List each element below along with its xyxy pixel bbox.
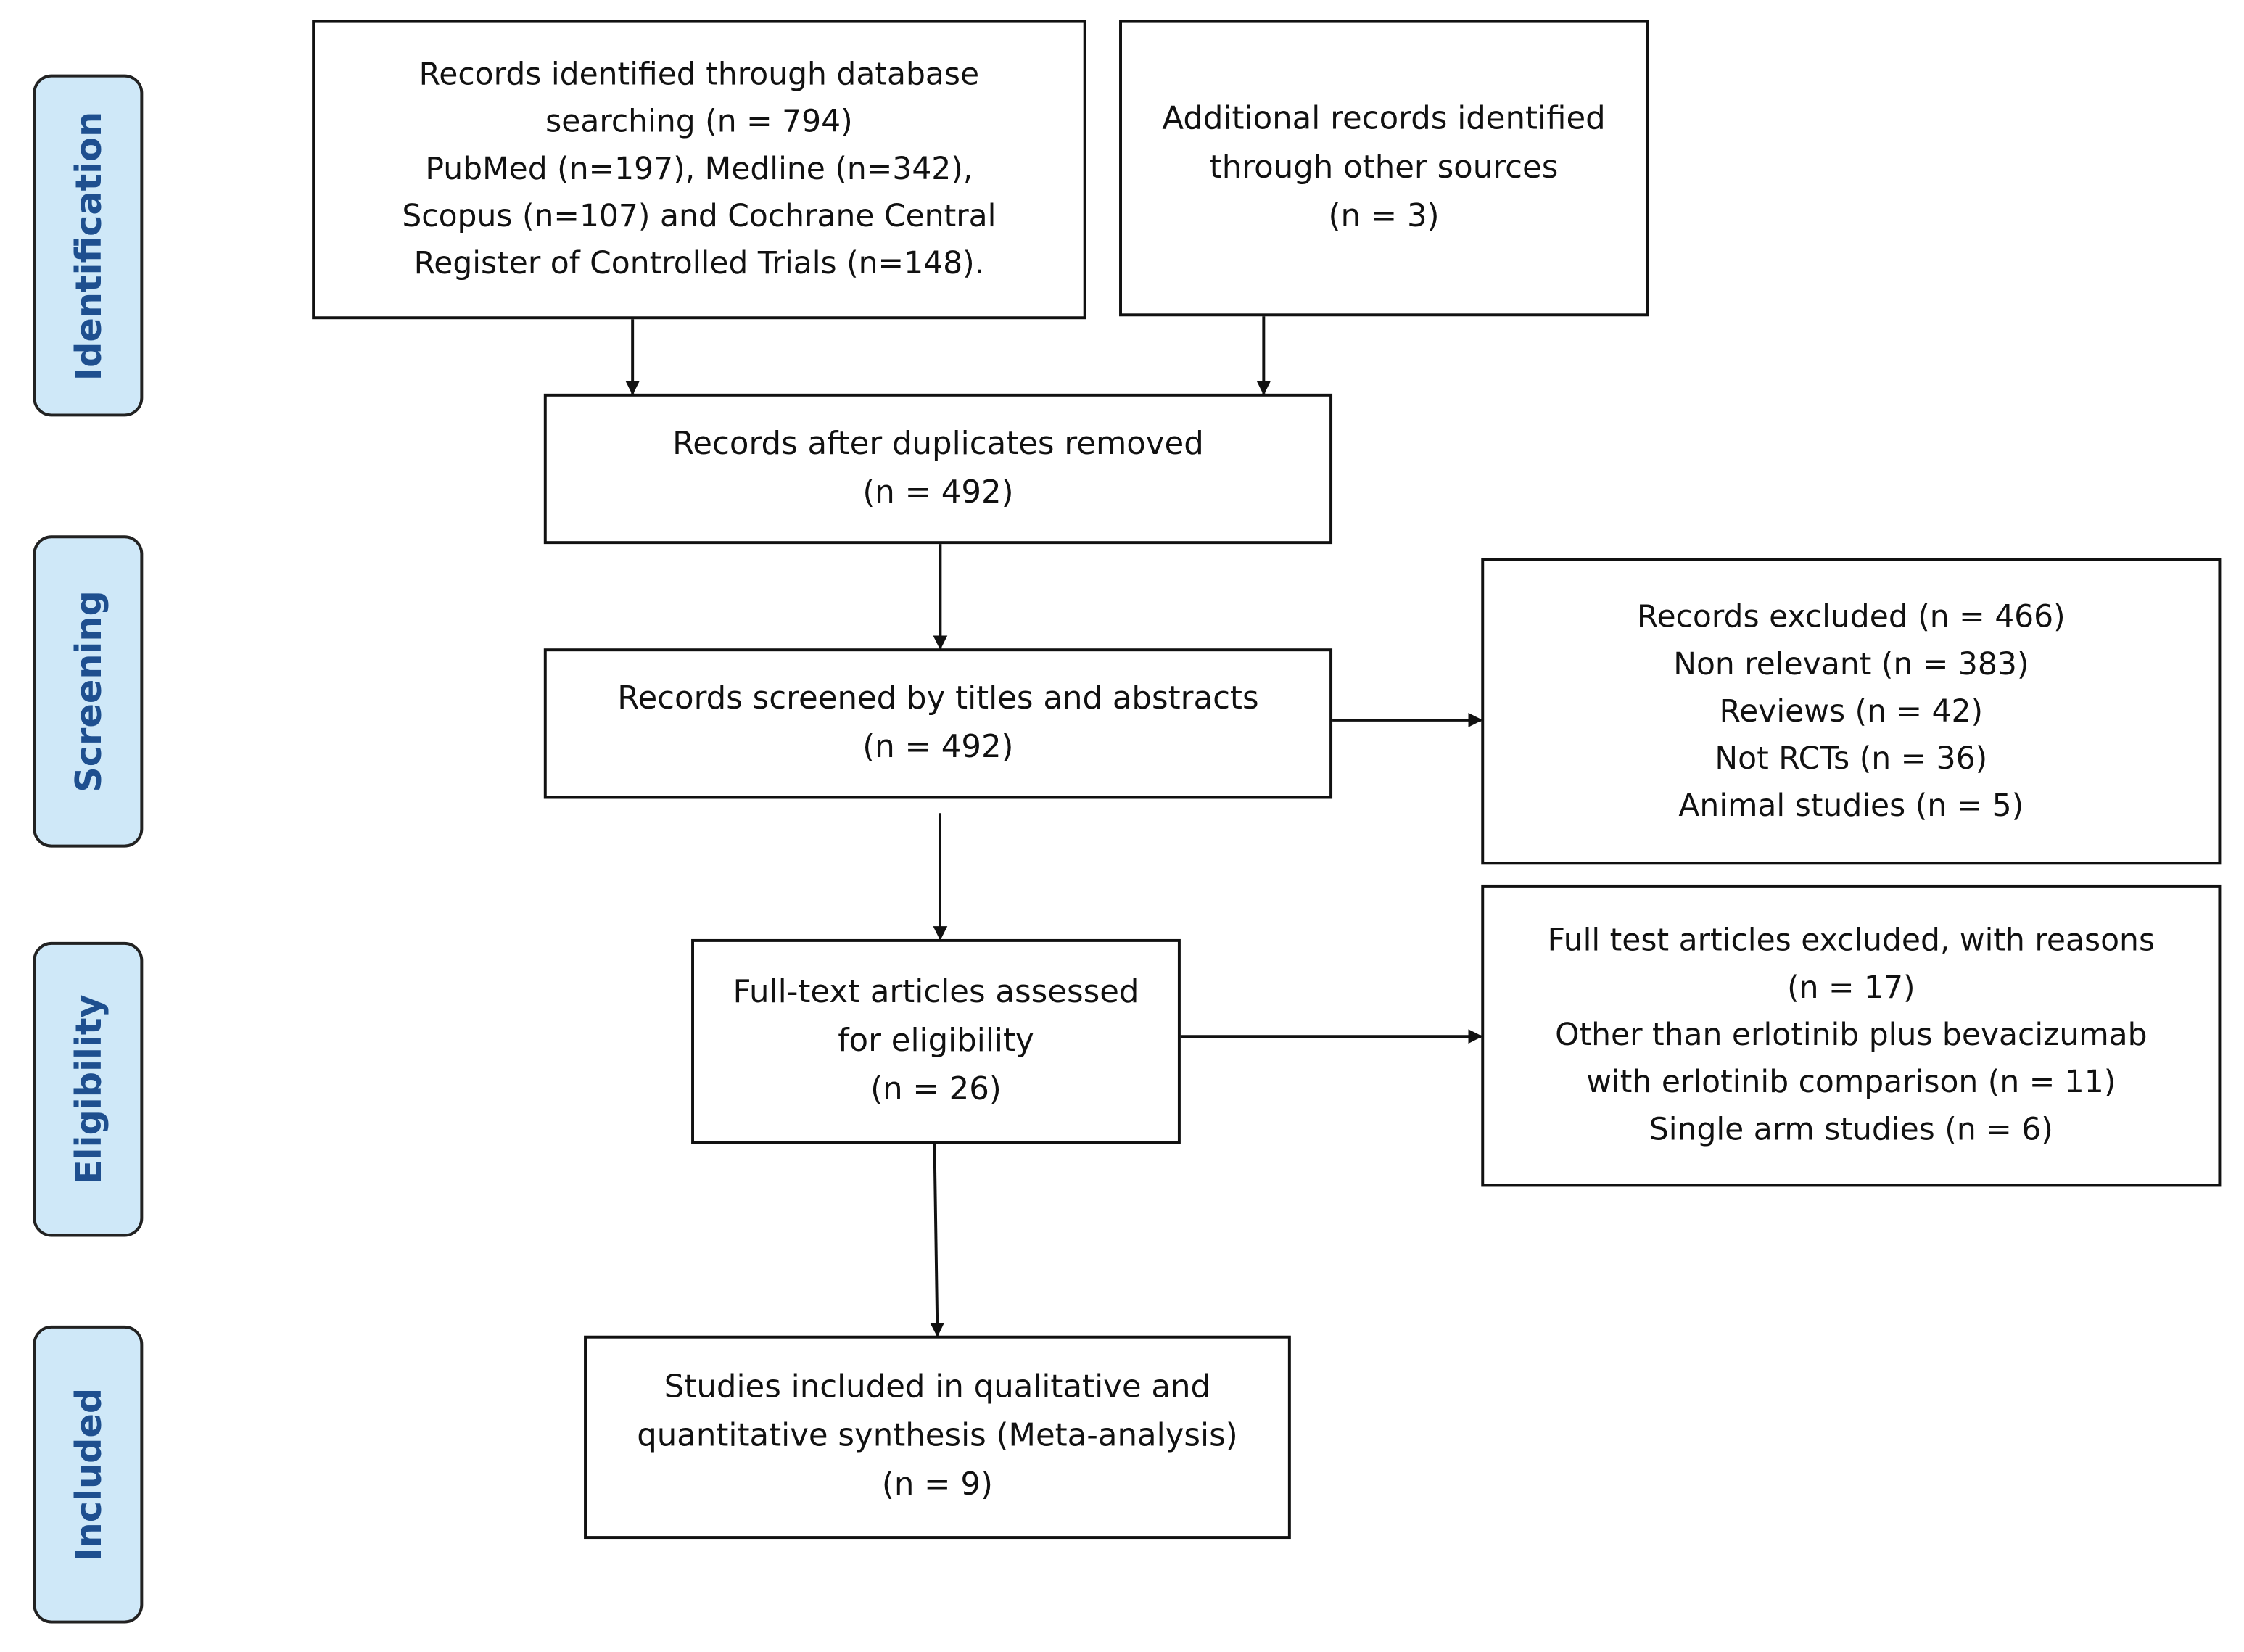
box-full-text-assessed: Full-text articles assessed for eligibil… — [691, 938, 1181, 1144]
studies-included-line-3: (n = 9) — [881, 1467, 993, 1503]
box-after-duplicates: Records after duplicates removed (n = 49… — [543, 393, 1333, 545]
records-excluded-line-1: Records excluded (n = 466) — [1636, 599, 2066, 635]
box-records-excluded: Records excluded (n = 466) Non relevant … — [1481, 558, 2222, 865]
studies-included-line-2: quantitative synthesis (Meta-analysis) — [637, 1418, 1238, 1455]
box-full-text-excluded: Full test articles excluded, with reason… — [1481, 884, 2222, 1187]
phase-screening: Screening — [33, 535, 144, 848]
other-sources-line-2: through other sources — [1209, 149, 1559, 186]
database-search-line-4: Scopus (n=107) and Cochrane Central — [402, 199, 997, 235]
after-duplicates-line-2: (n = 492) — [862, 474, 1014, 511]
arrow-full-text-to-included — [930, 1144, 945, 1337]
full-text-excluded-line-1: Full test articles excluded, with reason… — [1547, 923, 2156, 959]
other-sources-line-1: Additional records identified — [1162, 101, 1606, 137]
records-excluded-line-3: Reviews (n = 42) — [1719, 693, 1984, 730]
full-text-excluded-line-2: (n = 17) — [1787, 970, 1915, 1007]
database-search-line-2: searching (n = 794) — [545, 104, 853, 141]
database-search-line-1: Records identified through database — [418, 57, 980, 94]
database-search-line-3: PubMed (n=197), Medline (n=342), — [425, 152, 973, 188]
phase-eligibility: Eligibility — [33, 941, 144, 1237]
full-text-excluded-line-3: Other than erlotinib plus bevacizumab — [1555, 1017, 2148, 1054]
full-text-line-3: (n = 26) — [870, 1071, 1002, 1107]
database-search-line-5: Register of Controlled Trials (n=148). — [413, 246, 985, 282]
full-text-line-2: for eligibility — [838, 1023, 1034, 1059]
after-duplicates-line-1: Records after duplicates removed — [672, 426, 1204, 462]
box-screened: Records screened by titles and abstracts… — [543, 648, 1333, 799]
box-other-sources: Additional records identified through ot… — [1119, 20, 1649, 317]
phase-included: Included — [33, 1325, 144, 1624]
screened-line-1: Records screened by titles and abstracts — [617, 680, 1259, 716]
phase-identification: Identification — [33, 74, 144, 417]
records-excluded-line-5: Animal studies (n = 5) — [1678, 788, 2024, 825]
other-sources-line-3: (n = 3) — [1328, 198, 1440, 234]
screened-line-2: (n = 492) — [862, 729, 1014, 766]
studies-included-line-1: Studies included in qualitative and — [664, 1370, 1211, 1406]
records-excluded-line-2: Non relevant (n = 383) — [1673, 646, 2029, 682]
full-text-excluded-line-4: with erlotinib comparison (n = 11) — [1586, 1065, 2116, 1102]
full-text-excluded-line-5: Single arm studies (n = 6) — [1649, 1112, 2053, 1149]
full-text-line-1: Full-text articles assessed — [733, 974, 1139, 1010]
box-studies-included: Studies included in qualitative and quan… — [584, 1335, 1291, 1540]
records-excluded-line-4: Not RCTs (n = 36) — [1715, 740, 1988, 777]
box-database-search: Records identified through database sear… — [312, 20, 1086, 320]
